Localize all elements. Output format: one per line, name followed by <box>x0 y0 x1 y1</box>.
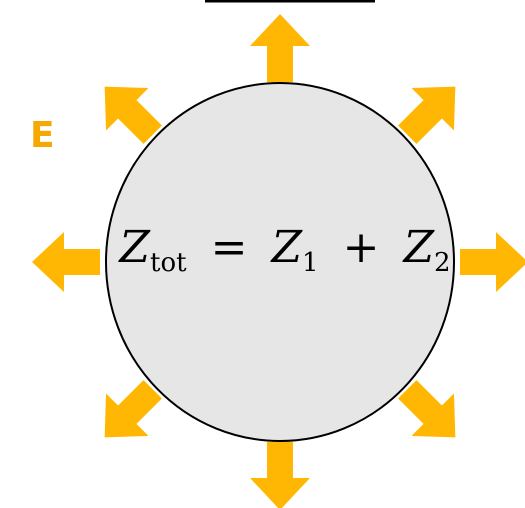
formula-lhs-var: Z <box>119 222 150 273</box>
radiation-arrows <box>32 14 525 508</box>
formula-term1-sub: 1 <box>302 248 319 278</box>
arrow-north-west <box>104 86 162 144</box>
arrow-west <box>32 232 100 292</box>
formula-term1-var: Z <box>271 222 303 273</box>
formula-plus: + <box>342 222 380 273</box>
arrow-east <box>460 232 525 292</box>
formula-lhs-sub: tot <box>150 248 187 278</box>
formula-term2-sub: 2 <box>434 248 451 278</box>
arrow-north <box>250 14 310 82</box>
arrow-south <box>250 442 310 508</box>
energy-label-e: E <box>30 115 55 156</box>
central-sphere <box>105 82 455 442</box>
arrow-south-west <box>104 380 162 438</box>
impedance-formula: Ztot = Z1 + Z2 <box>110 226 460 277</box>
arrow-south-east <box>398 380 456 438</box>
formula-equals: = <box>210 222 248 273</box>
arrow-north-east <box>398 86 456 144</box>
formula-term2-var: Z <box>403 222 435 273</box>
